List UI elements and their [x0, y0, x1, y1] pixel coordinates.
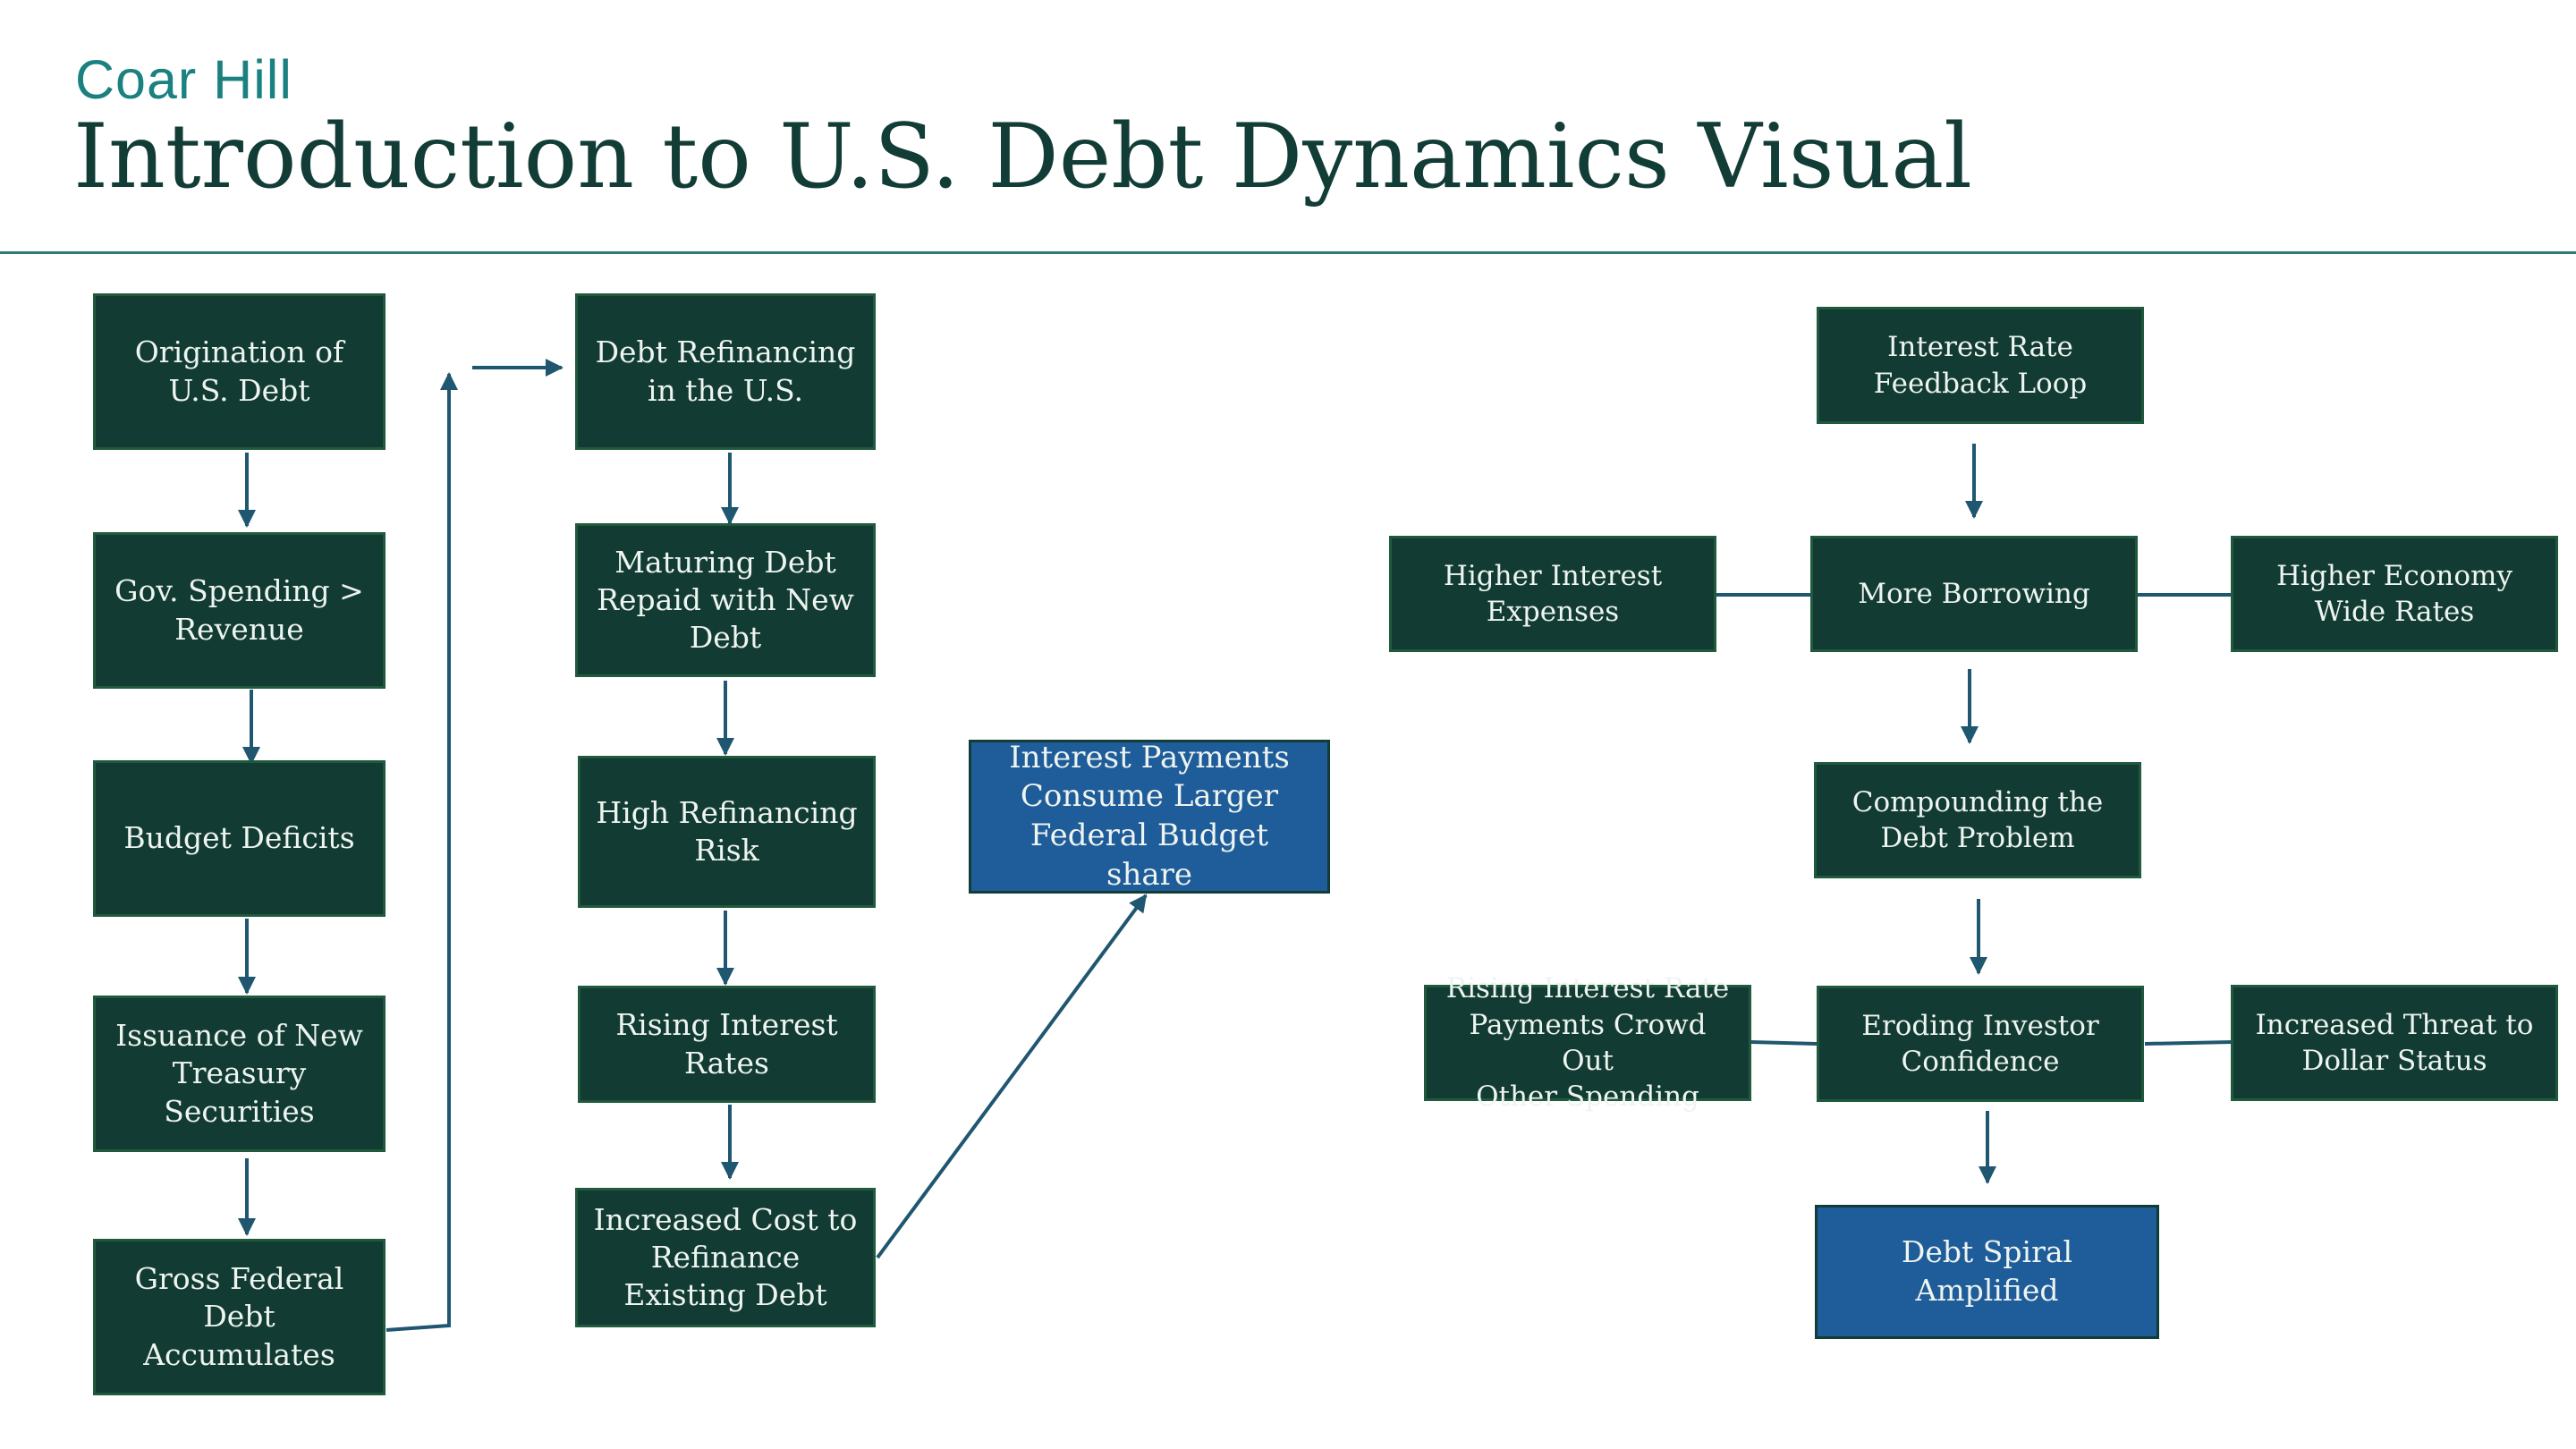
- node-spending-exceeds-revenue: Gov. Spending > Revenue: [93, 532, 386, 689]
- node-maturing-debt-repaid: Maturing Debt Repaid with New Debt: [575, 523, 876, 677]
- node-issuance-of-treasury-securities: Issuance of New Treasury Securities: [93, 996, 386, 1152]
- brand-name: Coar Hill: [75, 49, 292, 110]
- node-increased-cost-to-refinance: Increased Cost to Refinance Existing Deb…: [575, 1188, 876, 1327]
- node-higher-economy-wide-rates: Higher Economy Wide Rates: [2231, 536, 2558, 652]
- node-debt-spiral-amplified: Debt Spiral Amplified: [1815, 1205, 2159, 1339]
- node-higher-interest-expenses: Higher Interest Expenses: [1389, 536, 1716, 652]
- node-interest-rate-feedback-loop: Interest Rate Feedback Loop: [1817, 307, 2144, 424]
- line-eroding-to-crowd-out: [1750, 1040, 1818, 1046]
- node-compounding-debt-problem: Compounding the Debt Problem: [1814, 762, 2141, 878]
- node-origination-of-us-debt: Origination of U.S. Debt: [93, 293, 386, 450]
- line-eroding-to-dollar-status: [2144, 1040, 2233, 1046]
- node-high-refinancing-risk: High Refinancing Risk: [578, 756, 876, 908]
- title-divider: [0, 251, 2576, 254]
- arrow-cost-to-interest-payments: [876, 894, 1148, 1259]
- node-more-borrowing: More Borrowing: [1810, 536, 2138, 652]
- arrow-gross-to-column2: [386, 372, 458, 1332]
- node-debt-refinancing: Debt Refinancing in the U.S.: [575, 293, 876, 450]
- node-rising-payments-crowd-out: Rising Interest Rate Payments Crowd Out …: [1424, 972, 1751, 1113]
- node-interest-payments-consume-budget: Interest Payments Consume Larger Federal…: [969, 740, 1330, 894]
- page-title: Introduction to U.S. Debt Dynamics Visua…: [73, 106, 1972, 208]
- node-rising-interest-rates: Rising Interest Rates: [578, 986, 876, 1103]
- node-threat-to-dollar-status: Increased Threat to Dollar Status: [2231, 985, 2558, 1101]
- node-eroding-investor-confidence: Eroding Investor Confidence: [1817, 986, 2144, 1102]
- node-gross-federal-debt: Gross Federal Debt Accumulates: [93, 1239, 386, 1395]
- node-budget-deficits: Budget Deficits: [93, 760, 386, 917]
